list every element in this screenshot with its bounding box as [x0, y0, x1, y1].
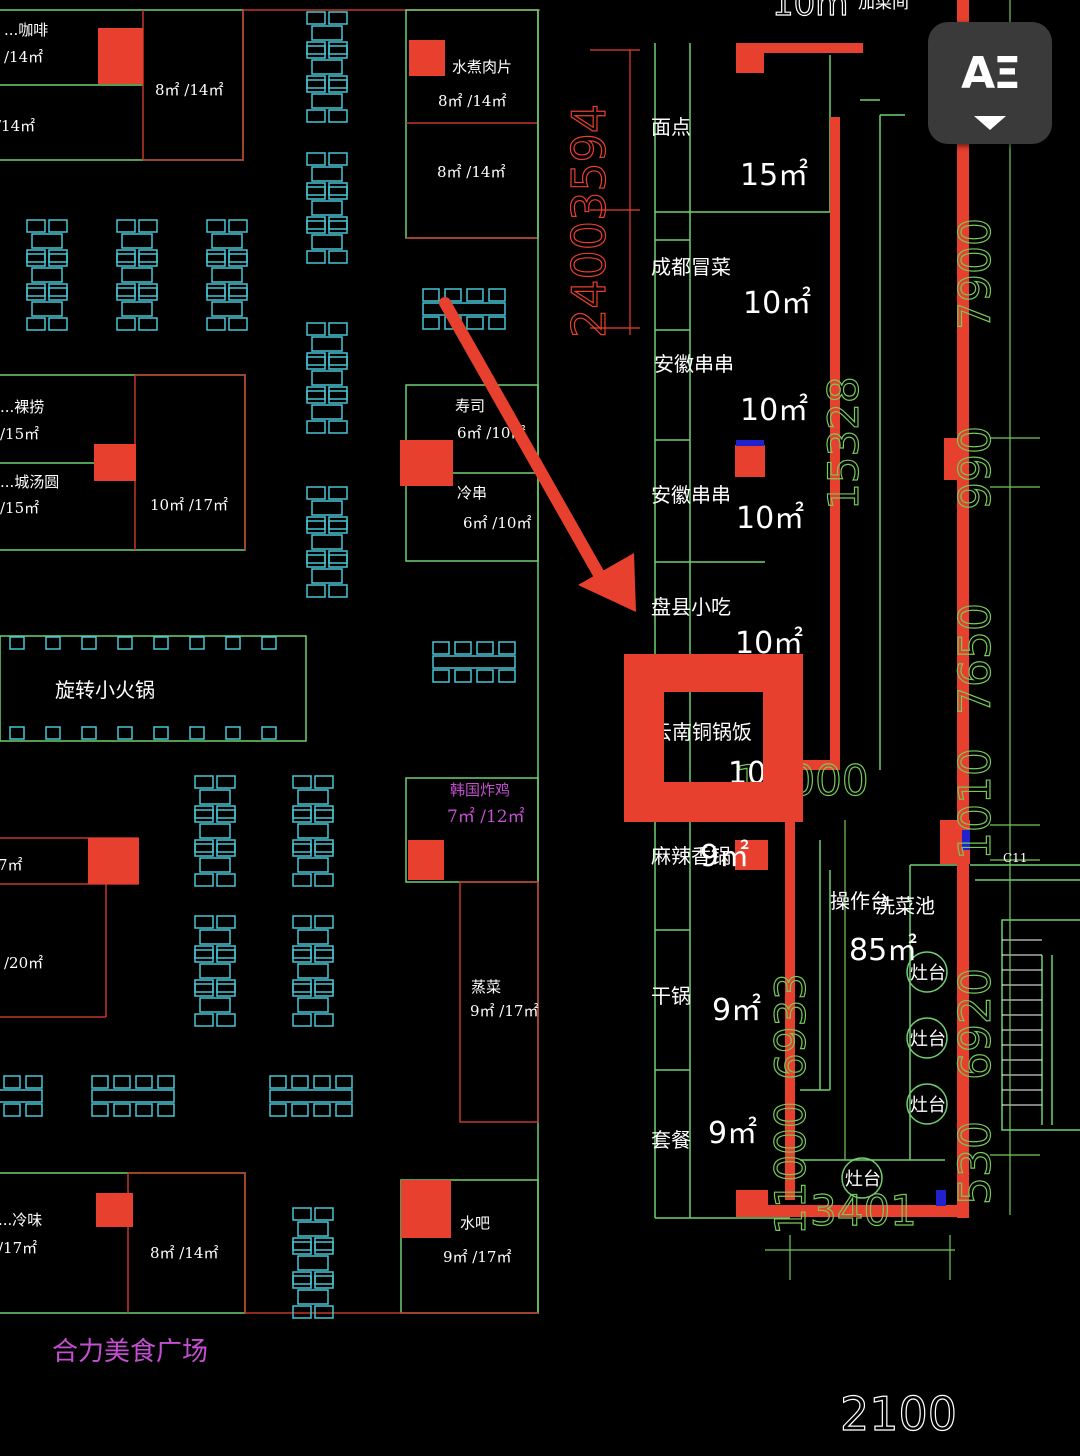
stall-area: 9㎡	[712, 993, 761, 1028]
stall-name: 安徽串串	[651, 483, 731, 507]
stall-area: 8㎡ /14㎡	[438, 92, 506, 110]
text-format-icon: AΞ	[961, 48, 1021, 99]
stall-name: 干锅	[651, 984, 691, 1008]
stall-name: 盘县小吃	[651, 595, 731, 619]
stall-name: 云南铜锅饭	[652, 720, 752, 744]
stall-area: /20㎡	[4, 954, 43, 972]
stove-label: 灶台	[845, 1169, 881, 1190]
dim-label: 11000	[766, 1101, 815, 1235]
kitchen-work-table: 操作台	[830, 889, 890, 913]
stall-name: 冷串	[457, 484, 487, 502]
stall-area: 15㎡	[740, 158, 808, 193]
stall-area: 8㎡ /14㎡	[150, 1244, 218, 1262]
stall-area: 6㎡ /10㎡	[457, 424, 525, 442]
stall-area: /14㎡	[0, 117, 35, 135]
right-room-outlines	[654, 43, 1080, 1219]
kitchen-area: 85㎡	[849, 933, 917, 968]
stall-area: 6㎡ /10㎡	[463, 514, 531, 532]
right-labels: 加菜间 面点 15㎡ 成都冒菜 10㎡ 安徽串串 10㎡ 安徽串串 10㎡ 盘县…	[651, 0, 1027, 1190]
plaza-title: 合力美食广场	[52, 1337, 208, 1367]
dim-red-label: 24003594	[562, 104, 616, 338]
dim-label: 10m	[772, 0, 848, 24]
stall-name: 蒸菜	[471, 978, 501, 996]
stall-name: ...裸捞	[0, 398, 44, 416]
dim-label: 6920	[950, 968, 1001, 1080]
arrow-icon	[439, 297, 636, 612]
dim-label: 15328	[819, 376, 868, 510]
red-walls	[735, 0, 970, 1218]
stall-area: /14㎡	[4, 48, 43, 66]
stall-name: 套餐	[651, 1128, 691, 1152]
stall-area: /17㎡	[0, 1239, 37, 1257]
dimension-lines	[590, 0, 1040, 1280]
stall-area: /15㎡	[0, 425, 39, 443]
stall-area: 9㎡ /17㎡	[470, 1002, 538, 1020]
stall-area: 9㎡ /17㎡	[443, 1248, 511, 1266]
dim-label: 990	[950, 426, 1001, 510]
stall-name: 安徽串串	[654, 352, 734, 376]
stall-area: 7㎡ /12㎡	[447, 807, 525, 827]
kitchen-sink: 洗菜池	[875, 894, 935, 918]
stove-label: 灶台	[910, 1029, 946, 1050]
stall-area: 9㎡	[708, 1116, 757, 1151]
stall-name: 麻辣香锅	[651, 844, 731, 868]
stall-name: 韩国炸鸡	[450, 781, 510, 799]
stall-area: 7㎡	[0, 856, 23, 874]
dim-label: 3401	[810, 1186, 917, 1235]
stall-area: 10㎡	[736, 501, 804, 536]
stove-label: 灶台	[910, 1095, 946, 1116]
stall-name: ...冷味	[0, 1211, 42, 1229]
dim-label: 1010	[950, 748, 1001, 860]
stoves	[841, 951, 948, 1199]
blue-columns	[736, 440, 970, 1206]
stall-name: 旋转小火锅	[55, 678, 155, 702]
stall-area: 8㎡ /14㎡	[437, 163, 505, 181]
stove-label: 灶台	[910, 963, 946, 984]
stall-area: 8㎡ /14㎡	[155, 81, 223, 99]
stall-name: 水吧	[460, 1214, 490, 1232]
stall-area: 10㎡	[740, 393, 808, 428]
stall-name: ...咖啡	[4, 21, 48, 39]
room-label: 加菜间	[858, 0, 909, 13]
highlight-box-icon	[624, 654, 803, 822]
stall-name: ...城汤圆	[0, 473, 59, 491]
left-furniture	[0, 12, 516, 1318]
stall-name: 水煮肉片	[452, 58, 512, 76]
stair-treads	[1002, 939, 1042, 1106]
dim-label: 530	[950, 1121, 1001, 1205]
left-column-markers	[88, 28, 453, 1238]
chevron-down-icon	[974, 116, 1006, 130]
column-tag: C11	[1003, 851, 1027, 865]
stall-name: 面点	[651, 115, 691, 139]
stall-name: 成都冒菜	[651, 255, 731, 279]
dim-label: 7900	[950, 218, 1001, 330]
stall-area: 10㎡ /17㎡	[150, 496, 228, 514]
dimension-text: 24003594 7900 990 7650 1010 6920 530 153…	[561, 0, 1001, 1442]
dim-label: 6933	[766, 973, 815, 1080]
dim-label: 2100	[840, 1387, 957, 1441]
stall-name: 寿司	[455, 397, 485, 415]
stall-area: /15㎡	[0, 499, 39, 517]
left-room-outlines	[0, 9, 540, 1314]
dim-label: 7650	[950, 603, 1001, 715]
left-labels: ...咖啡 /14㎡ /14㎡ 8㎡ /14㎡ 水煮肉片 8㎡ /14㎡ 8㎡ …	[0, 21, 538, 1367]
stall-area: 9㎡	[700, 839, 749, 874]
reader-mode-button[interactable]: AΞ	[928, 22, 1052, 144]
stall-area: 10㎡	[743, 286, 811, 321]
